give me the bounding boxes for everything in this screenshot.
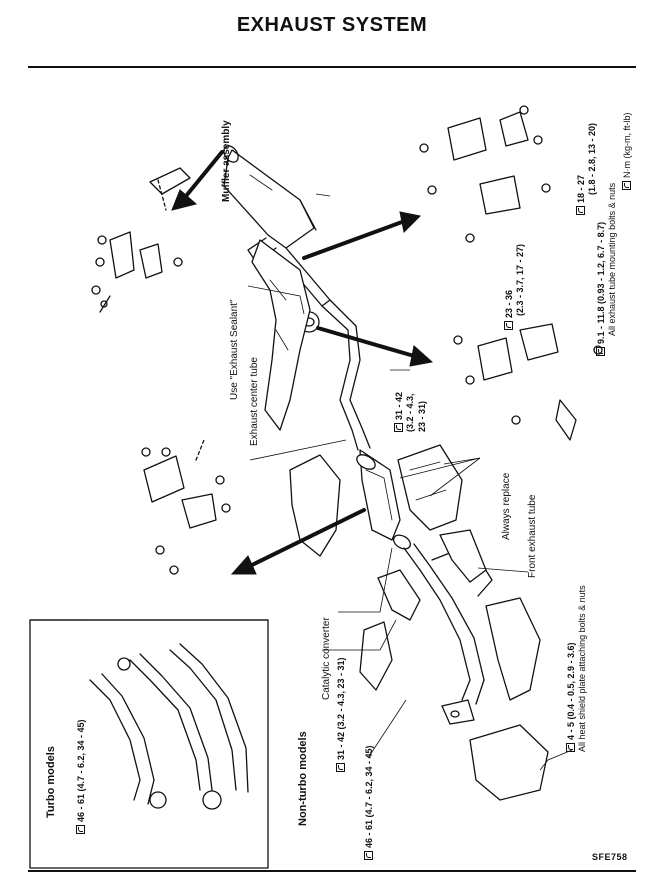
figure-code: SFE758 xyxy=(592,852,628,862)
center-bracket-group xyxy=(141,439,231,575)
heat-shield-upper xyxy=(251,239,311,431)
page-title: EXHAUST SYSTEM xyxy=(236,14,428,36)
catalytic-converter-label: Catalytic converter xyxy=(321,617,332,700)
torque-9-1-11-8: 9.1 - 11.8 (0.93 - 1.2, 6.7 - 8.7) xyxy=(596,222,606,356)
front-exhaust-tube-label: Front exhaust tube xyxy=(527,494,538,578)
torque-wrench-icon xyxy=(566,743,575,752)
exhaust-center-tube xyxy=(298,299,371,451)
turbo-inset-frame xyxy=(29,619,269,869)
unit-note: N·m (kg-m, ft-lb) xyxy=(622,113,632,190)
turbo-front-tube xyxy=(89,643,249,810)
torque-23-36-conv: (2.3 - 3.7, 17 - 27) xyxy=(515,243,525,316)
catalytic-converter xyxy=(356,449,412,550)
exhaust-center-tube-label: Exhaust center tube xyxy=(249,357,260,446)
turbo-models-label: Turbo models xyxy=(45,746,57,818)
torque-31-42-c: 23 - 31) xyxy=(417,400,427,432)
heat-shield-note: All heat shield plate attaching bolts & … xyxy=(577,585,587,752)
torque-31-42-converter: 31 - 42 (3.2 - 4.3, 23 - 31) xyxy=(336,657,346,772)
torque-18-27: 18 - 27 xyxy=(576,175,586,215)
muffler-assembly-label: Muffler assembly xyxy=(221,120,232,202)
torque-31-42-b: (3.2 - 4.3, xyxy=(405,393,415,432)
torque-31-42: 31 - 42 xyxy=(394,392,404,432)
torque-wrench-icon xyxy=(622,181,631,190)
mid-bracket-group xyxy=(453,323,603,441)
top-rule xyxy=(28,66,636,68)
torque-wrench-icon xyxy=(576,206,585,215)
torque-wrench-icon xyxy=(76,825,85,834)
converter-heat-shield-right xyxy=(397,444,463,531)
always-replace-label: Always replace xyxy=(501,472,512,540)
muffler-bracket-group xyxy=(91,167,191,313)
torque-46-61-turbo: 46 - 61 (4.7 - 6.2, 34 - 45) xyxy=(76,719,86,834)
exhaust-sealant-label: Use "Exhaust Sealant" xyxy=(229,299,240,401)
lower-heat-shield xyxy=(469,724,549,801)
mount-bolts-note: All exhaust tube mounting bolts & nuts xyxy=(607,182,617,336)
torque-18-27-conv: (1.8 - 2.8, 13 - 20) xyxy=(587,122,597,195)
torque-wrench-icon xyxy=(504,321,513,330)
torque-23-36: 23 - 36 xyxy=(504,290,514,330)
front-tube-shield xyxy=(485,597,541,701)
converter-heat-shield-left xyxy=(289,454,341,557)
torque-wrench-icon xyxy=(364,851,373,860)
rear-bracket-group xyxy=(419,105,551,243)
non-turbo-models-label: Non-turbo models xyxy=(297,731,309,826)
torque-4-5: 4 - 5 (0.4 - 0.5, 2.9 - 3.6) xyxy=(566,642,576,752)
leader-lines xyxy=(30,193,573,771)
torque-wrench-icon xyxy=(394,423,403,432)
torque-wrench-icon xyxy=(596,347,605,356)
torque-wrench-icon xyxy=(336,763,345,772)
muffler-assembly xyxy=(223,145,331,307)
bottom-rule xyxy=(28,870,636,872)
torque-46-61-non-turbo: 46 - 61 (4.7 - 6.2, 34 - 45) xyxy=(364,745,374,860)
exploded-view-arrows xyxy=(171,150,434,575)
